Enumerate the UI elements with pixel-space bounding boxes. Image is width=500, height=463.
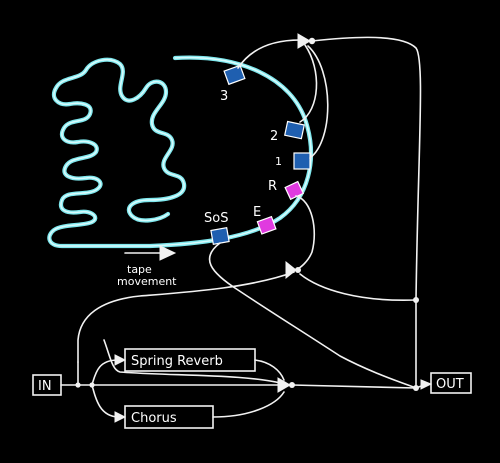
playback-head-2 bbox=[284, 120, 305, 140]
spring-reverb-label: Spring Reverb bbox=[131, 354, 223, 369]
output-box bbox=[430, 372, 472, 394]
wire-head1-mixer bbox=[307, 45, 329, 159]
tape-movement-arrow-head bbox=[159, 245, 177, 261]
mix-arrow bbox=[277, 377, 291, 393]
wire-record-head bbox=[295, 195, 316, 271]
wire-head2-mixer bbox=[299, 44, 318, 123]
record-mixer-node bbox=[295, 267, 301, 273]
wire-feedback-right bbox=[311, 36, 422, 301]
signal-wires bbox=[60, 297, 433, 423]
wire-input-to-record bbox=[77, 271, 295, 363]
playback-head-3 bbox=[223, 64, 246, 86]
head-label-2: 2 bbox=[270, 129, 278, 144]
wire-chorus-mix bbox=[212, 391, 285, 418]
top-mixer-arrow bbox=[297, 33, 311, 49]
wire-mix-output bbox=[291, 384, 417, 389]
head-label-3: 3 bbox=[220, 89, 228, 104]
top-mixer bbox=[297, 33, 422, 301]
input-label: IN bbox=[38, 379, 52, 394]
playback-head-1 bbox=[293, 152, 311, 170]
wire-reverb-under bbox=[103, 339, 285, 385]
tape-label-line2: movement bbox=[117, 275, 177, 288]
right-bus-node bbox=[413, 297, 419, 303]
output-label: OUT bbox=[436, 377, 464, 392]
wire-split-chorus bbox=[91, 384, 119, 418]
head-label-sos: SoS bbox=[204, 211, 228, 226]
head-label-e: E bbox=[253, 205, 261, 220]
record-mixer bbox=[77, 260, 417, 363]
tape-movement-arrow bbox=[124, 245, 177, 261]
wire-reverb-mix bbox=[254, 359, 285, 381]
tape-label-line1: tape bbox=[127, 263, 152, 276]
head-label-r: R bbox=[268, 179, 277, 194]
head-label-1: 1 bbox=[275, 155, 282, 168]
playback-wires bbox=[208, 39, 417, 389]
tape-heads bbox=[210, 64, 311, 245]
record-mixer-arrow-a bbox=[285, 260, 297, 280]
sos-head bbox=[210, 227, 230, 245]
erase-head bbox=[256, 215, 277, 235]
wire-sos-output bbox=[208, 242, 417, 389]
chorus-input-arrow bbox=[114, 411, 127, 423]
chorus-label: Chorus bbox=[131, 411, 177, 426]
output-arrow bbox=[420, 379, 433, 390]
wire-head3-mixer bbox=[237, 39, 301, 69]
tape-loop-core bbox=[48, 56, 312, 247]
wire-split-reverb bbox=[91, 359, 119, 386]
wire-feedback-to-record bbox=[299, 273, 417, 302]
tape-loop bbox=[47, 55, 314, 249]
reverb-input-arrow bbox=[114, 354, 127, 366]
